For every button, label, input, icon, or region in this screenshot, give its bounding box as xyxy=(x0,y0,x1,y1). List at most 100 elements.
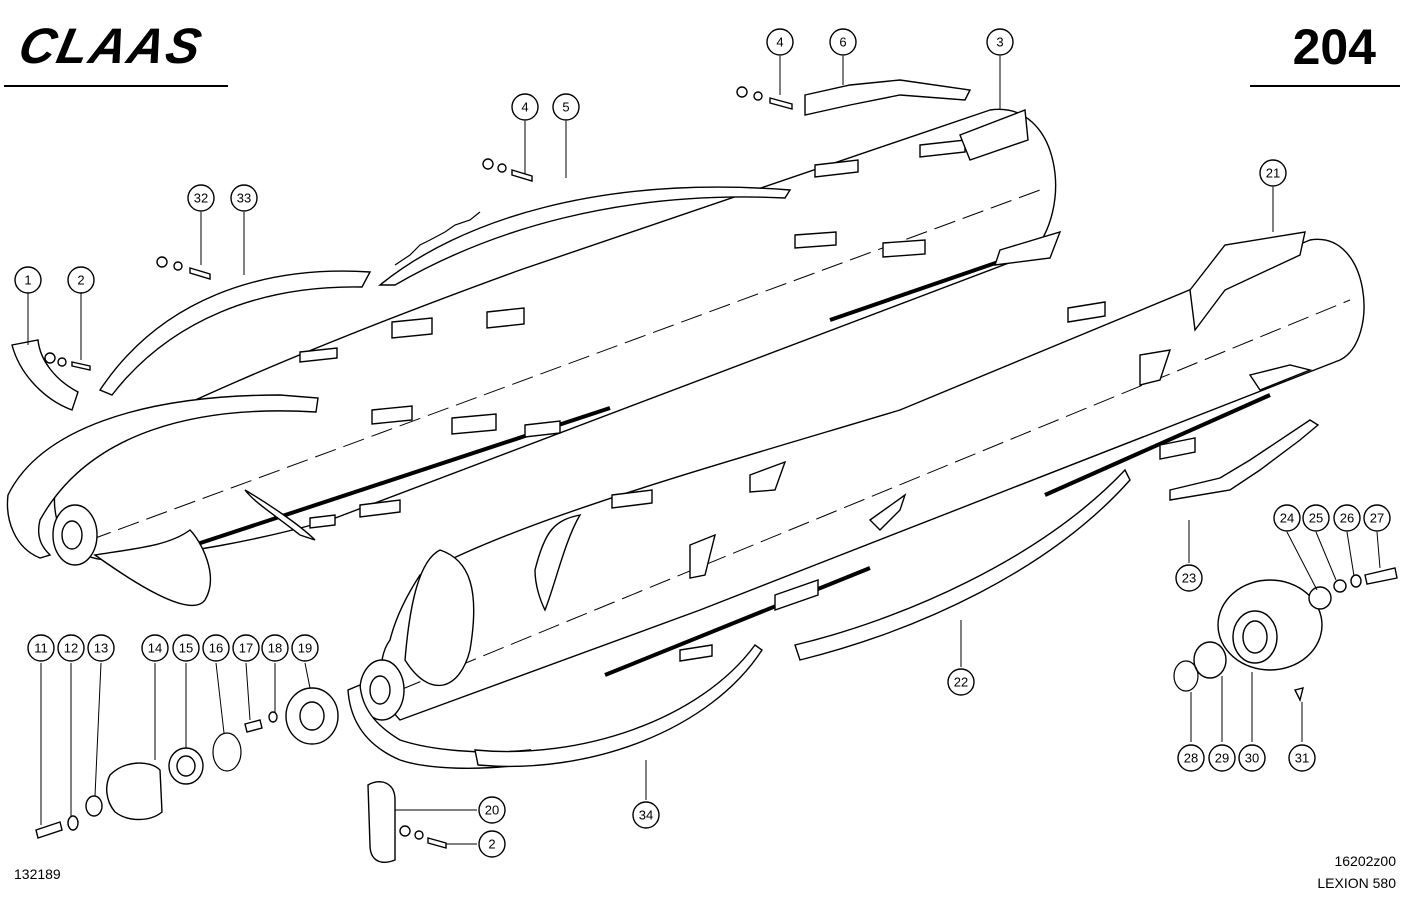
callout-29: 29 xyxy=(1208,744,1236,772)
svg-text:24: 24 xyxy=(1280,511,1294,526)
svg-text:13: 13 xyxy=(94,641,108,656)
callout-18: 18 xyxy=(261,634,289,662)
svg-text:18: 18 xyxy=(268,641,282,656)
callout-21: 21 xyxy=(1259,159,1287,187)
segment-34 xyxy=(474,644,763,768)
header-rule-right xyxy=(1250,85,1400,87)
callout-6: 6 xyxy=(829,28,857,56)
svg-text:17: 17 xyxy=(239,641,253,656)
figure-code: 16202z00 xyxy=(1334,853,1396,869)
svg-text:29: 29 xyxy=(1215,751,1229,766)
callout-12: 12 xyxy=(57,634,85,662)
callout-34: 34 xyxy=(632,801,660,829)
callout-2: 2 xyxy=(67,266,95,294)
bush-24 xyxy=(1308,586,1332,610)
svg-text:32: 32 xyxy=(194,191,208,206)
segment-22 xyxy=(794,468,1131,661)
figure-reference: 16202z00 LEXION 580 xyxy=(1317,850,1396,894)
svg-text:2: 2 xyxy=(77,273,84,288)
drawing-number: 132189 xyxy=(14,866,61,882)
callout-17: 17 xyxy=(232,634,260,662)
hardware-small xyxy=(44,86,793,849)
callout-16: 16 xyxy=(202,634,230,662)
svg-text:26: 26 xyxy=(1340,511,1354,526)
svg-text:21: 21 xyxy=(1266,166,1280,181)
callout-28: 28 xyxy=(1177,744,1205,772)
callout-3: 3 xyxy=(986,28,1014,56)
callout-4-mid: 4 xyxy=(511,93,539,121)
serrated-flight-5 xyxy=(378,186,792,286)
svg-text:30: 30 xyxy=(1245,751,1259,766)
svg-text:20: 20 xyxy=(485,803,499,818)
circlip-28 xyxy=(1173,660,1199,692)
serrated-flight-6 xyxy=(804,79,972,116)
svg-text:1: 1 xyxy=(24,273,31,288)
svg-text:31: 31 xyxy=(1295,751,1309,766)
svg-text:3: 3 xyxy=(996,35,1003,50)
header-rule-left xyxy=(4,85,228,87)
callout-14: 14 xyxy=(141,634,169,662)
callout-22: 22 xyxy=(947,668,975,696)
segment-1 xyxy=(11,339,79,411)
washer-25 xyxy=(1333,579,1347,593)
callout-11: 11 xyxy=(27,634,55,662)
circlip-16 xyxy=(212,732,242,772)
upper-rotor-drum xyxy=(6,108,1062,607)
bolt-11 xyxy=(35,821,63,839)
grease-nipple-31 xyxy=(1293,687,1304,703)
model-name: LEXION 580 xyxy=(1317,875,1396,891)
callout-33: 33 xyxy=(230,184,258,212)
callout-23: 23 xyxy=(1175,564,1203,592)
hub-assembly-right xyxy=(1173,567,1398,703)
svg-text:25: 25 xyxy=(1309,511,1323,526)
svg-text:2: 2 xyxy=(488,837,495,852)
callout-26: 26 xyxy=(1333,504,1361,532)
svg-text:28: 28 xyxy=(1184,751,1198,766)
callout-4-top: 4 xyxy=(766,28,794,56)
svg-text:22: 22 xyxy=(954,675,968,690)
callout-2-lower: 2 xyxy=(478,830,506,858)
svg-text:16: 16 xyxy=(209,641,223,656)
page-number: 204 xyxy=(1292,19,1376,75)
svg-text:4: 4 xyxy=(776,35,783,50)
svg-text:5: 5 xyxy=(562,100,569,115)
callout-5: 5 xyxy=(552,93,580,121)
cover-29 xyxy=(1193,641,1227,679)
svg-text:15: 15 xyxy=(179,641,193,656)
callout-31: 31 xyxy=(1288,744,1316,772)
lower-rotor-drum xyxy=(347,231,1365,769)
segment-33 xyxy=(98,270,372,396)
svg-text:4: 4 xyxy=(521,100,528,115)
bearing-assembly-left xyxy=(35,687,339,839)
callout-13: 13 xyxy=(87,634,115,662)
flange-housing-14 xyxy=(106,762,163,821)
callout-27: 27 xyxy=(1363,504,1391,532)
callout-25: 25 xyxy=(1302,504,1330,532)
svg-text:12: 12 xyxy=(64,641,78,656)
bolt-27 xyxy=(1364,567,1398,585)
callout-32: 32 xyxy=(187,184,215,212)
svg-text:14: 14 xyxy=(148,641,162,656)
callout-30: 30 xyxy=(1238,744,1266,772)
svg-text:33: 33 xyxy=(237,191,251,206)
svg-text:23: 23 xyxy=(1182,571,1196,586)
svg-text:11: 11 xyxy=(34,641,48,656)
segment-23 xyxy=(1169,419,1320,501)
washer-13 xyxy=(85,795,103,817)
callout-19: 19 xyxy=(291,634,319,662)
callout-20: 20 xyxy=(478,796,506,824)
svg-text:6: 6 xyxy=(839,35,846,50)
washer-12 xyxy=(67,815,79,831)
segment-20 xyxy=(367,781,396,863)
svg-text:34: 34 xyxy=(639,808,653,823)
callout-1: 1 xyxy=(14,266,42,294)
callout-15: 15 xyxy=(172,634,200,662)
bolt-17 xyxy=(244,719,263,733)
leader-lines xyxy=(27,56,1381,845)
callout-24: 24 xyxy=(1273,504,1301,532)
svg-text:19: 19 xyxy=(298,641,312,656)
washer-18 xyxy=(268,711,278,723)
svg-text:27: 27 xyxy=(1370,511,1384,526)
